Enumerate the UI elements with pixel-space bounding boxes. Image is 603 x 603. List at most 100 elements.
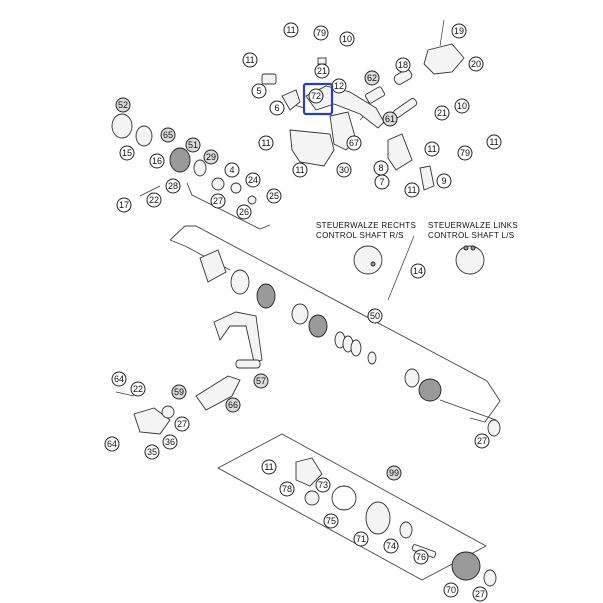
callout-ring bbox=[424, 141, 440, 157]
callout-50[interactable]: 50 bbox=[367, 308, 383, 324]
callout-11[interactable]: 11 bbox=[486, 134, 502, 150]
callout-27[interactable]: 27 bbox=[210, 193, 226, 209]
callout-66[interactable]: 66 bbox=[225, 397, 241, 413]
callout-ring bbox=[364, 70, 380, 86]
callout-64[interactable]: 64 bbox=[111, 371, 127, 387]
callout-6[interactable]: 6 bbox=[269, 100, 285, 116]
callout-ring bbox=[224, 162, 240, 178]
callout-17[interactable]: 17 bbox=[116, 197, 132, 213]
callout-16[interactable]: 16 bbox=[149, 153, 165, 169]
callout-30[interactable]: 30 bbox=[336, 162, 352, 178]
callout-ring bbox=[266, 188, 282, 204]
callout-ring bbox=[468, 56, 484, 72]
callout-ring bbox=[486, 134, 502, 150]
callout-36[interactable]: 36 bbox=[162, 434, 178, 450]
callout-10[interactable]: 10 bbox=[339, 31, 355, 47]
callout-8[interactable]: 8 bbox=[373, 160, 389, 176]
highlight-box[interactable] bbox=[302, 82, 334, 116]
callout-number: 27 bbox=[177, 419, 187, 429]
callout-51[interactable]: 51 bbox=[185, 137, 201, 153]
callout-27[interactable]: 27 bbox=[474, 433, 490, 449]
top-cluster-parts bbox=[261, 19, 465, 191]
callout-11[interactable]: 11 bbox=[258, 135, 274, 151]
callout-11[interactable]: 11 bbox=[283, 22, 299, 38]
callout-ring bbox=[160, 127, 176, 143]
callout-number: 29 bbox=[206, 152, 216, 162]
callout-number: 76 bbox=[416, 552, 426, 562]
callout-number: 20 bbox=[471, 59, 481, 69]
callout-21[interactable]: 21 bbox=[434, 105, 450, 121]
callout-number: 21 bbox=[437, 108, 447, 118]
callout-78[interactable]: 78 bbox=[279, 481, 295, 497]
callout-27[interactable]: 27 bbox=[174, 416, 190, 432]
callout-number: 64 bbox=[114, 374, 124, 384]
callout-72[interactable]: 72 bbox=[308, 88, 324, 104]
callout-ring bbox=[242, 52, 258, 68]
callout-19[interactable]: 19 bbox=[451, 23, 467, 39]
callout-70[interactable]: 70 bbox=[443, 582, 459, 598]
callout-11[interactable]: 11 bbox=[404, 182, 420, 198]
callout-18[interactable]: 18 bbox=[395, 57, 411, 73]
callout-number: 62 bbox=[367, 73, 377, 83]
callout-ring bbox=[269, 100, 285, 116]
callout-4[interactable]: 4 bbox=[224, 162, 240, 178]
callout-ring bbox=[353, 531, 369, 547]
callout-73[interactable]: 73 bbox=[315, 477, 331, 493]
callout-11[interactable]: 11 bbox=[261, 459, 277, 475]
callout-21[interactable]: 21 bbox=[314, 63, 330, 79]
callout-64[interactable]: 64 bbox=[104, 436, 120, 452]
callout-29[interactable]: 29 bbox=[203, 149, 219, 165]
callout-ring bbox=[258, 135, 274, 151]
callout-22[interactable]: 22 bbox=[130, 381, 146, 397]
callout-ring bbox=[144, 444, 160, 460]
callout-62[interactable]: 62 bbox=[364, 70, 380, 86]
callout-65[interactable]: 65 bbox=[160, 127, 176, 143]
callout-79[interactable]: 79 bbox=[457, 145, 473, 161]
callout-24[interactable]: 24 bbox=[245, 172, 261, 188]
caption-left-shaft-en: CONTROL SHAFT L/S bbox=[428, 231, 514, 240]
callout-ring bbox=[474, 433, 490, 449]
callout-11[interactable]: 11 bbox=[424, 141, 440, 157]
callout-74[interactable]: 74 bbox=[383, 538, 399, 554]
caption-left-shaft-de: STEUERWALZE LINKS bbox=[428, 221, 518, 230]
callout-5[interactable]: 5 bbox=[251, 83, 267, 99]
callout-28[interactable]: 28 bbox=[165, 178, 181, 194]
callout-57[interactable]: 57 bbox=[253, 373, 269, 389]
callout-27[interactable]: 27 bbox=[472, 586, 488, 602]
callout-number: 11 bbox=[286, 25, 295, 35]
callout-10[interactable]: 10 bbox=[454, 98, 470, 114]
callout-26[interactable]: 26 bbox=[236, 204, 252, 220]
callout-9[interactable]: 9 bbox=[436, 173, 452, 189]
callout-76[interactable]: 76 bbox=[413, 549, 429, 565]
callout-ring bbox=[245, 172, 261, 188]
callout-35[interactable]: 35 bbox=[144, 444, 160, 460]
callout-61[interactable]: 61 bbox=[382, 111, 398, 127]
callout-ring bbox=[171, 384, 187, 400]
caption-right-shaft-en: CONTROL SHAFT R/S bbox=[316, 231, 404, 240]
callout-11[interactable]: 11 bbox=[292, 162, 308, 178]
callout-22[interactable]: 22 bbox=[146, 192, 162, 208]
callout-99[interactable]: 99 bbox=[386, 465, 402, 481]
callout-ring bbox=[472, 586, 488, 602]
callout-52[interactable]: 52 bbox=[115, 97, 131, 113]
callout-20[interactable]: 20 bbox=[468, 56, 484, 72]
callout-ring bbox=[457, 145, 473, 161]
callout-25[interactable]: 25 bbox=[266, 188, 282, 204]
callout-71[interactable]: 71 bbox=[353, 531, 369, 547]
callout-7[interactable]: 7 bbox=[374, 174, 390, 190]
assembly-frames bbox=[169, 95, 501, 581]
callout-number: 72 bbox=[311, 91, 321, 101]
callout-ring bbox=[251, 83, 267, 99]
callout-75[interactable]: 75 bbox=[323, 513, 339, 529]
callout-12[interactable]: 12 bbox=[331, 78, 347, 94]
callout-59[interactable]: 59 bbox=[171, 384, 187, 400]
callout-number: 19 bbox=[454, 26, 464, 36]
callout-79[interactable]: 79 bbox=[313, 25, 329, 41]
callout-67[interactable]: 67 bbox=[346, 135, 362, 151]
callout-11[interactable]: 11 bbox=[242, 52, 258, 68]
callout-ring bbox=[210, 193, 226, 209]
callout-14[interactable]: 14 bbox=[410, 263, 426, 279]
callout-15[interactable]: 15 bbox=[119, 145, 135, 161]
callout-number: 52 bbox=[118, 100, 128, 110]
